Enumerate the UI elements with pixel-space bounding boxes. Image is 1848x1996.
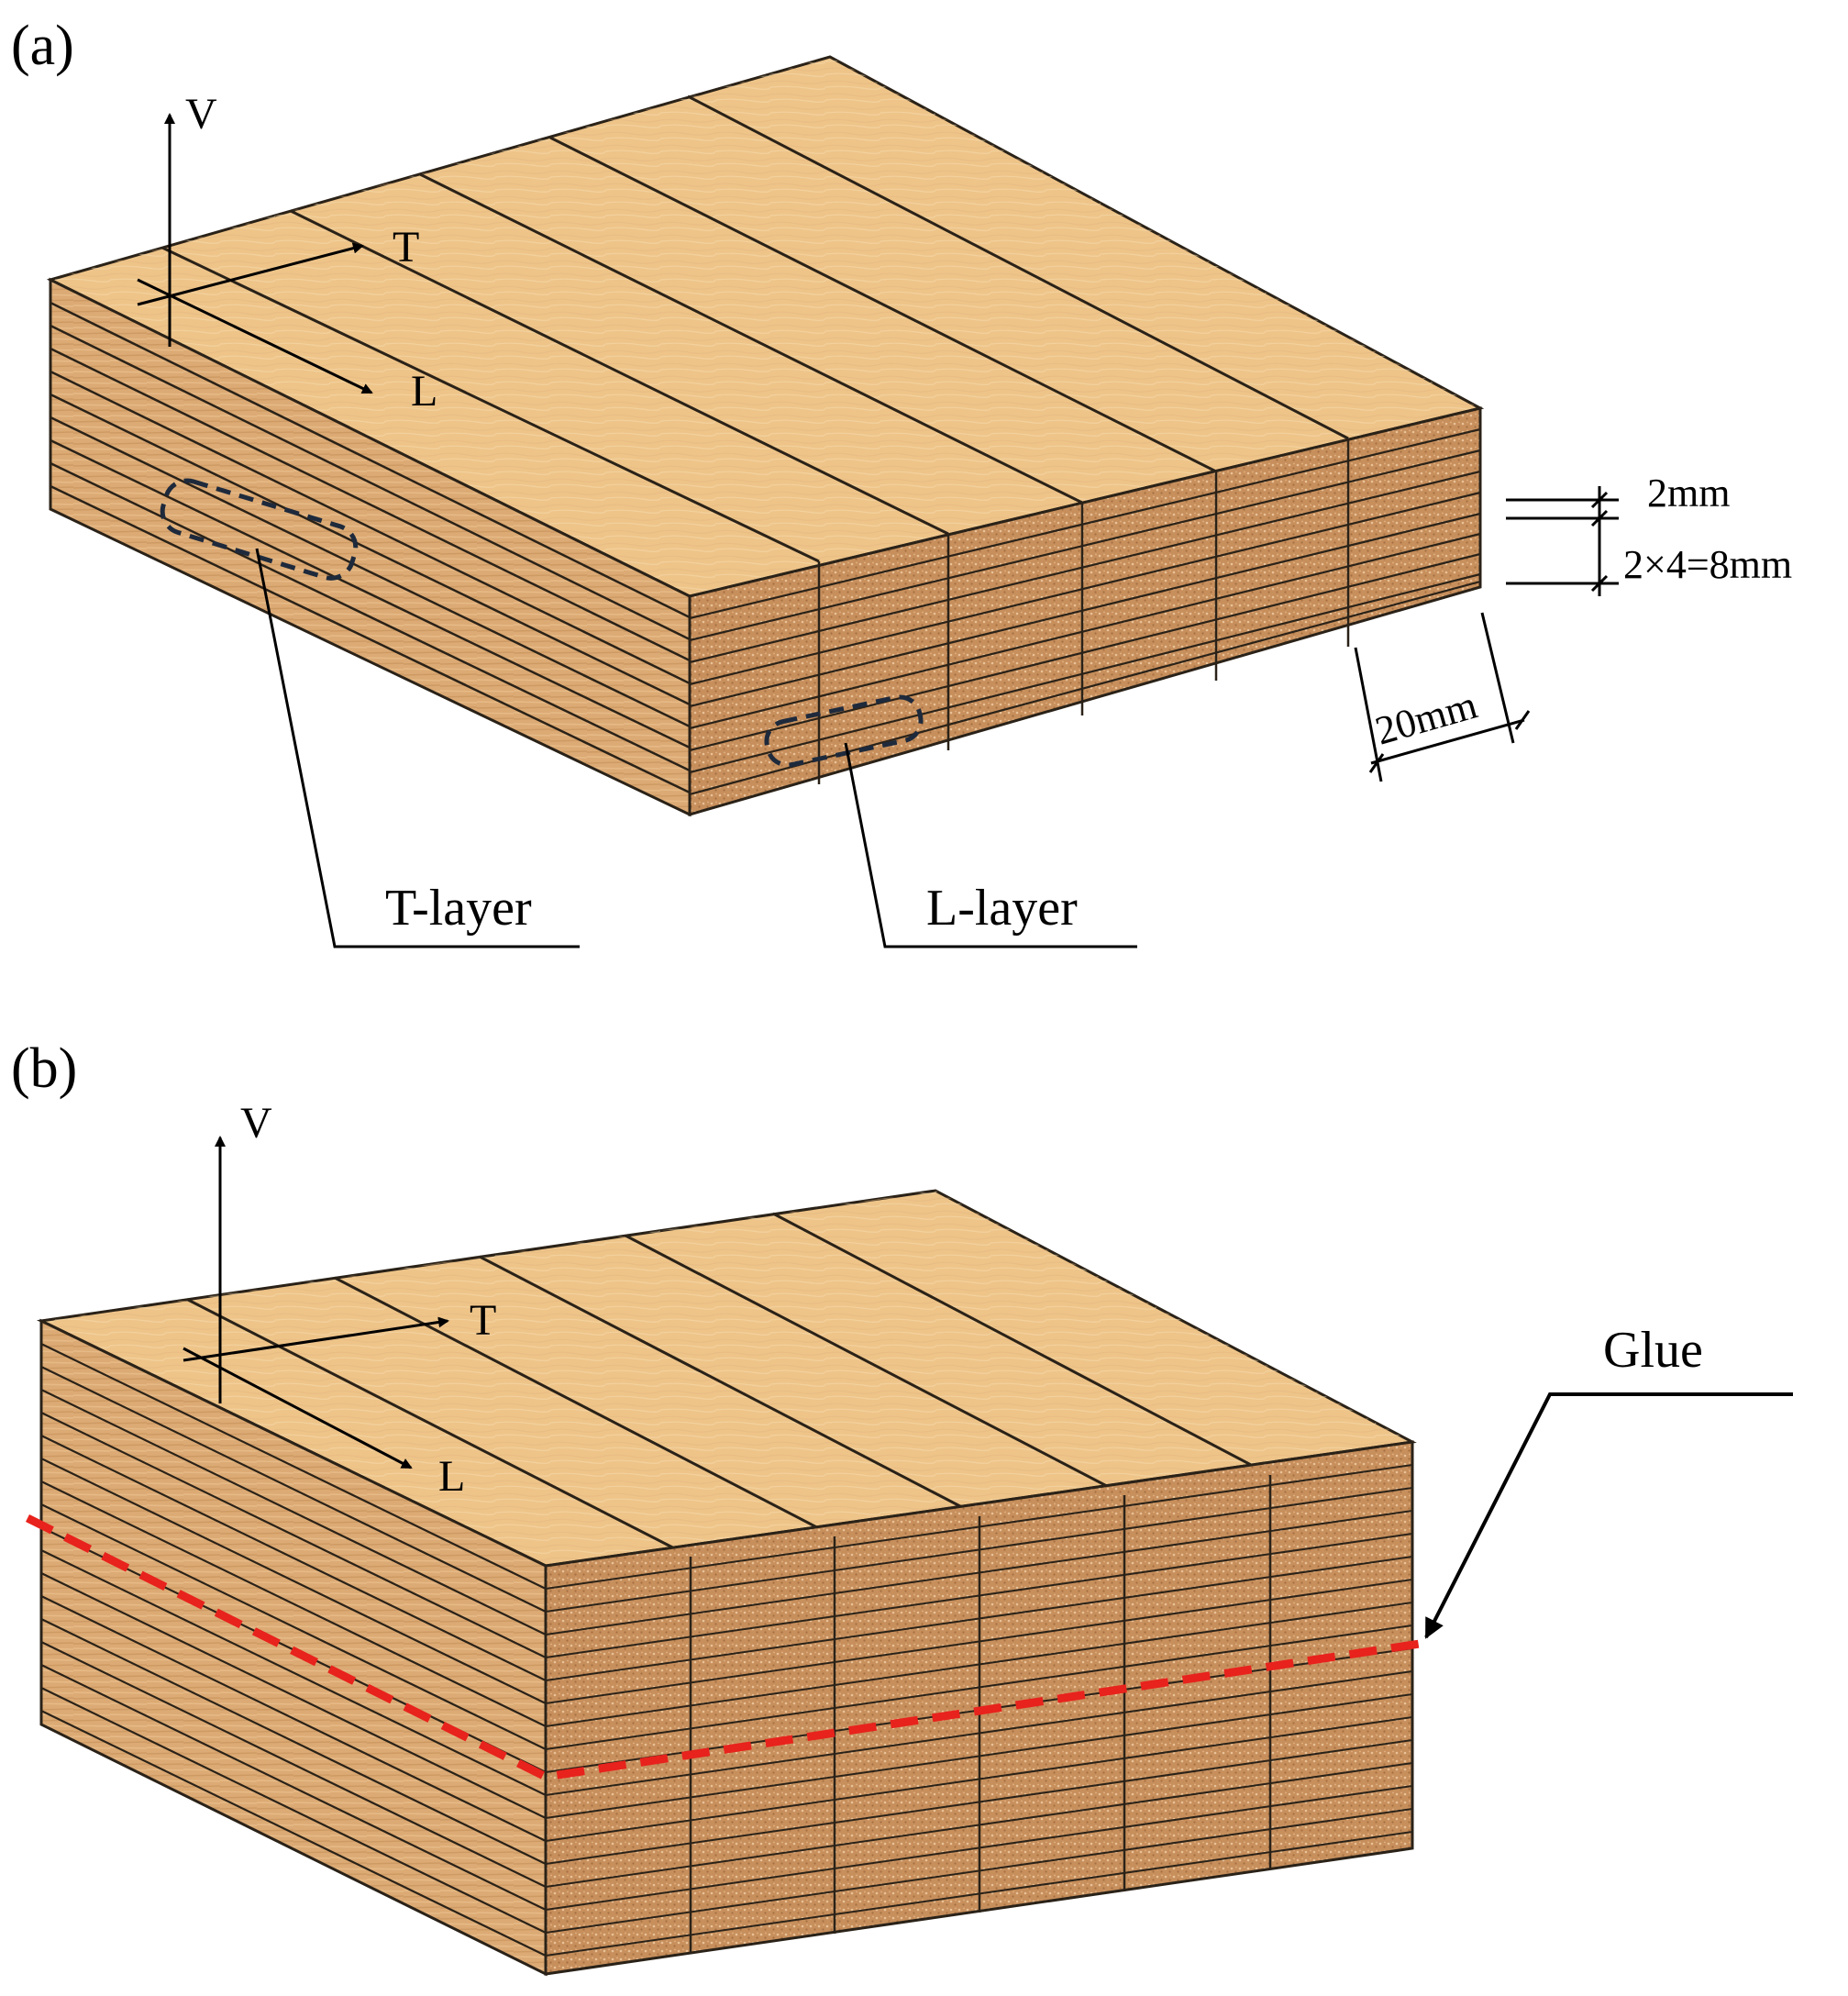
- panel-a-axis-t: T: [393, 223, 419, 272]
- panel-a-axes: [137, 113, 373, 394]
- panel-b-glue-leader: [1424, 1392, 1793, 1639]
- panel-a-board-width: 20mm: [1370, 682, 1482, 754]
- panel-a-side-laminations: [50, 301, 691, 794]
- panel-b-glue-label: Glue: [1603, 1322, 1703, 1379]
- panel-b-glue-line: [25, 1514, 1421, 1781]
- panel-b-label: (b): [11, 1037, 77, 1100]
- panel-b-axis-l: L: [438, 1452, 465, 1501]
- panel-a-t-layer-label: T-layer: [385, 880, 532, 937]
- panel-a-t-layer-leader: [255, 548, 580, 948]
- panel-a-label: (a): [11, 15, 74, 77]
- panel-a-thickness-dimension: [1506, 486, 1619, 596]
- panel-a-l-layer-leader: [844, 742, 1137, 948]
- panel-a-axis-l: L: [411, 367, 437, 416]
- panel-a-board-seams: [161, 94, 1349, 563]
- panel-a-width-dimension: [1354, 612, 1531, 782]
- panel-a-stack-thickness: 2×4=8mm: [1623, 542, 1792, 587]
- panel-a-end-board-dividers: [817, 438, 1350, 784]
- panel-b: (b): [11, 1037, 1793, 1977]
- panel-a-t-layer-highlight: [160, 478, 359, 581]
- panel-a-axis-v: V: [185, 90, 217, 139]
- panel-a: (a): [11, 15, 1792, 948]
- panel-a-layer-thickness: 2mm: [1647, 471, 1730, 516]
- panel-b-axes: [183, 1136, 449, 1469]
- panel-b-axis-v: V: [240, 1099, 272, 1148]
- panel-a-end-face: [688, 406, 1482, 816]
- panel-a-l-layer-label: L-layer: [926, 880, 1078, 937]
- panel-b-board-seams: [187, 1212, 1271, 1558]
- panel-b-axis-t: T: [470, 1296, 496, 1345]
